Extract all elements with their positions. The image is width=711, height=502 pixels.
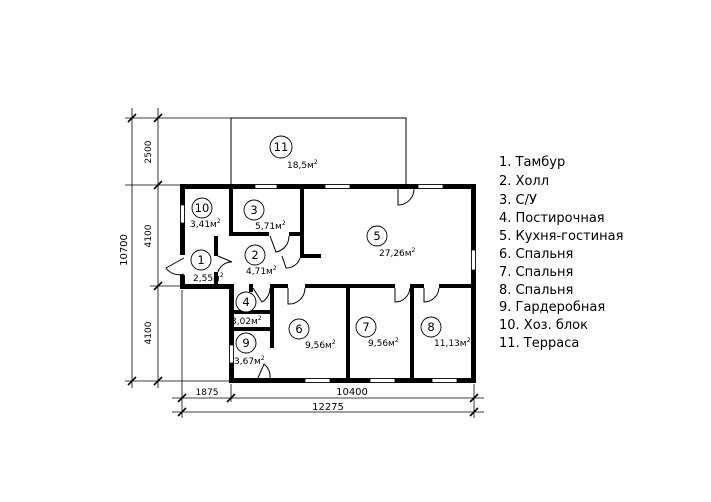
svg-text:4,71м2: 4,71м2 xyxy=(246,265,277,277)
svg-text:9,56м2: 9,56м2 xyxy=(305,339,336,351)
svg-text:2: 2 xyxy=(251,248,258,262)
dim-total-height: 10700 xyxy=(119,234,130,266)
room-6-label: 6 9,56м2 xyxy=(288,318,336,351)
interior-walls xyxy=(214,184,476,383)
room-2-label: 2 4,71м2 xyxy=(244,244,277,277)
svg-text:6: 6 xyxy=(295,322,302,336)
exterior-walls xyxy=(180,184,476,383)
dim-lower-depth: 4100 xyxy=(144,321,154,344)
legend-item: 11. Терраса xyxy=(499,336,579,351)
svg-text:3,02м2: 3,02м2 xyxy=(231,315,262,327)
legend-item: 7. Спальня xyxy=(499,265,573,280)
room-3-label: 3 5,71м2 xyxy=(243,199,286,232)
svg-text:3,67м2: 3,67м2 xyxy=(234,355,265,367)
dim-main-width: 10400 xyxy=(336,387,368,398)
room-8-label: 8 11,13м2 xyxy=(420,316,471,349)
legend-item: 9. Гардеробная xyxy=(499,300,605,315)
legend-item: 4. Постирочная xyxy=(499,211,605,226)
svg-text:27,26м2: 27,26м2 xyxy=(379,247,416,259)
svg-text:4: 4 xyxy=(242,295,249,309)
room-11-label: 11 18,5м2 xyxy=(269,135,318,171)
dim-terrace-depth: 2500 xyxy=(144,140,154,163)
legend-item: 10. Хоз. блок xyxy=(499,318,588,333)
svg-text:11: 11 xyxy=(274,140,289,154)
room-legend: 1. Тамбур 2. Холл 3. С/У 4. Постирочная … xyxy=(499,155,623,351)
doors xyxy=(165,188,440,379)
room-10-label: 10 3,41м2 xyxy=(190,197,221,230)
dim-total-width: 12275 xyxy=(312,402,344,413)
dim-upper-depth: 4100 xyxy=(144,224,154,247)
room-1-label: 1 2,55м2 xyxy=(190,249,224,284)
room-9-label: 9 3,67м2 xyxy=(234,332,265,367)
svg-text:1: 1 xyxy=(197,253,204,267)
legend-item: 6. Спальня xyxy=(499,247,573,262)
svg-text:7: 7 xyxy=(362,320,369,334)
svg-text:2,55м2: 2,55м2 xyxy=(193,272,224,284)
windows xyxy=(180,184,476,383)
terrace-outline xyxy=(230,117,407,185)
svg-text:10: 10 xyxy=(195,201,210,215)
svg-text:9: 9 xyxy=(242,336,249,350)
svg-text:8: 8 xyxy=(427,320,434,334)
dim-left-offset: 1875 xyxy=(196,388,219,398)
legend-item: 5. Кухня-гостиная xyxy=(499,229,623,244)
room-7-label: 7 9,56м2 xyxy=(355,316,399,349)
svg-text:9,56м2: 9,56м2 xyxy=(368,337,399,349)
legend-item: 8. Спальня xyxy=(499,283,573,298)
bottom-dimensions: 1875 10400 12275 xyxy=(172,290,484,418)
legend-item: 3. С/У xyxy=(499,193,537,208)
svg-text:5: 5 xyxy=(373,229,380,243)
legend-item: 1. Тамбур xyxy=(499,155,565,170)
room-5-label: 5 27,26м2 xyxy=(366,225,416,259)
svg-text:3: 3 xyxy=(250,203,257,217)
legend-item: 2. Холл xyxy=(499,174,549,189)
svg-text:5,71м2: 5,71м2 xyxy=(255,220,286,232)
svg-text:3,41м2: 3,41м2 xyxy=(190,218,221,230)
left-dimensions: 10700 2500 4100 4100 xyxy=(119,108,232,388)
room-4-label: 4 3,02м2 xyxy=(231,291,262,327)
svg-text:18,5м2: 18,5м2 xyxy=(287,159,318,171)
svg-text:11,13м2: 11,13м2 xyxy=(434,337,471,349)
